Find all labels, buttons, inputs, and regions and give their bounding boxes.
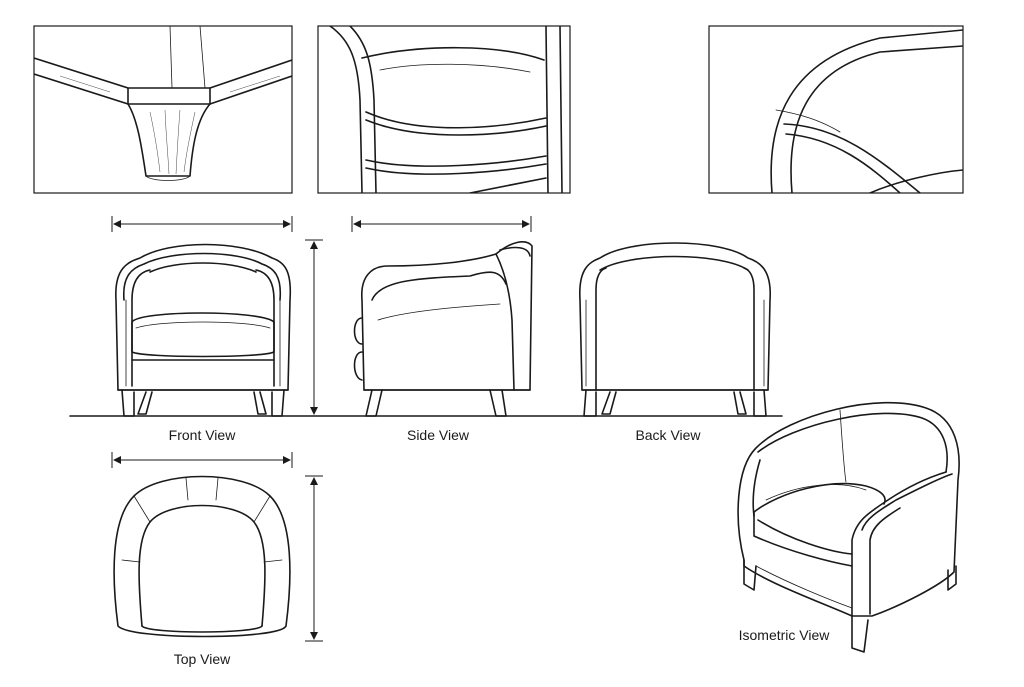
front-view-drawing [115, 243, 292, 417]
back-view-drawing [579, 242, 771, 417]
side-view-drawing [353, 241, 533, 417]
detail-panel-arm [708, 25, 964, 194]
isometric-view-label: Isometric View [739, 627, 831, 643]
top-view-drawing [113, 475, 291, 638]
top-view-label: Top View [174, 651, 231, 667]
detail-panel-cushion [317, 25, 571, 194]
detail-panel-leg [33, 25, 293, 194]
isometric-view-drawing [737, 401, 960, 653]
back-view-label: Back View [635, 427, 701, 443]
front-view-label: Front View [169, 427, 237, 443]
side-view-label: Side View [407, 427, 470, 443]
dimension-lines [111, 216, 532, 642]
